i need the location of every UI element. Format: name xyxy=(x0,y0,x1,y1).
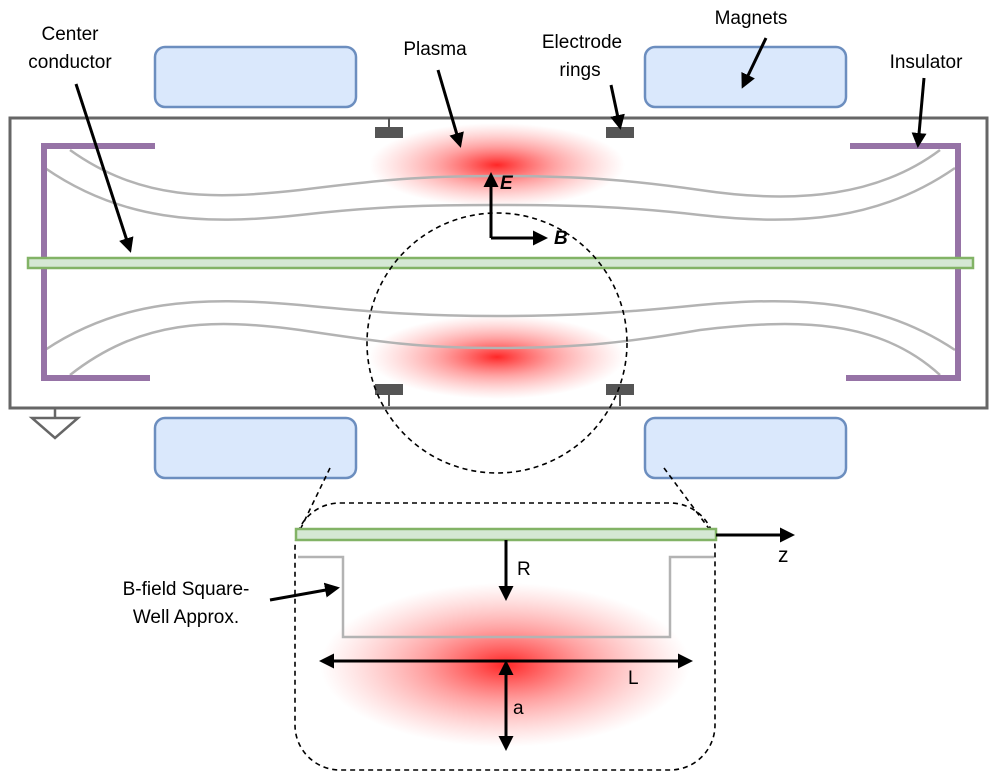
zoom-circle xyxy=(366,212,628,474)
magnet-bottom-left xyxy=(153,416,358,480)
square-well-pointer xyxy=(269,582,340,602)
square-well-profile xyxy=(298,555,714,639)
magnetic-field-lines xyxy=(44,148,956,376)
center-conductor-label: Center xyxy=(41,24,99,45)
radius-label: R xyxy=(517,559,531,580)
plasma-cloud-bottom xyxy=(369,315,625,399)
trap-housing xyxy=(8,116,989,410)
magnet-top-right xyxy=(643,45,848,109)
z-axis-label: z xyxy=(778,544,789,567)
center-conductor-inset xyxy=(294,527,718,542)
electrode-pointer xyxy=(609,84,625,130)
plasma-radius-label: a xyxy=(513,698,524,719)
electrode-label: Electrode xyxy=(542,32,622,53)
length-label: L xyxy=(628,668,639,689)
center-conductor xyxy=(26,256,975,270)
magnet-top-left xyxy=(153,45,358,109)
b-field-label: B xyxy=(554,228,568,249)
center-conductor-pointer xyxy=(74,83,134,253)
e-field-label: E xyxy=(500,173,514,194)
magnets-pointer xyxy=(741,37,768,89)
electrode-label-2: rings xyxy=(559,60,600,81)
zoom-inset xyxy=(294,502,716,771)
square-well-label-2: Well Approx. xyxy=(133,607,239,628)
insulator-label: Insulator xyxy=(890,52,964,73)
ground-symbol-icon xyxy=(28,408,82,440)
plasma-cloud-top xyxy=(369,123,625,207)
insulator-pointer xyxy=(911,77,927,148)
center-conductor-label-2: conductor xyxy=(28,52,112,73)
plasma-pointer xyxy=(436,69,464,148)
magnets-label: Magnets xyxy=(715,8,788,29)
square-well-label: B-field Square- xyxy=(123,579,250,600)
magnet-bottom-right xyxy=(643,416,848,480)
plasma-label: Plasma xyxy=(403,39,467,60)
